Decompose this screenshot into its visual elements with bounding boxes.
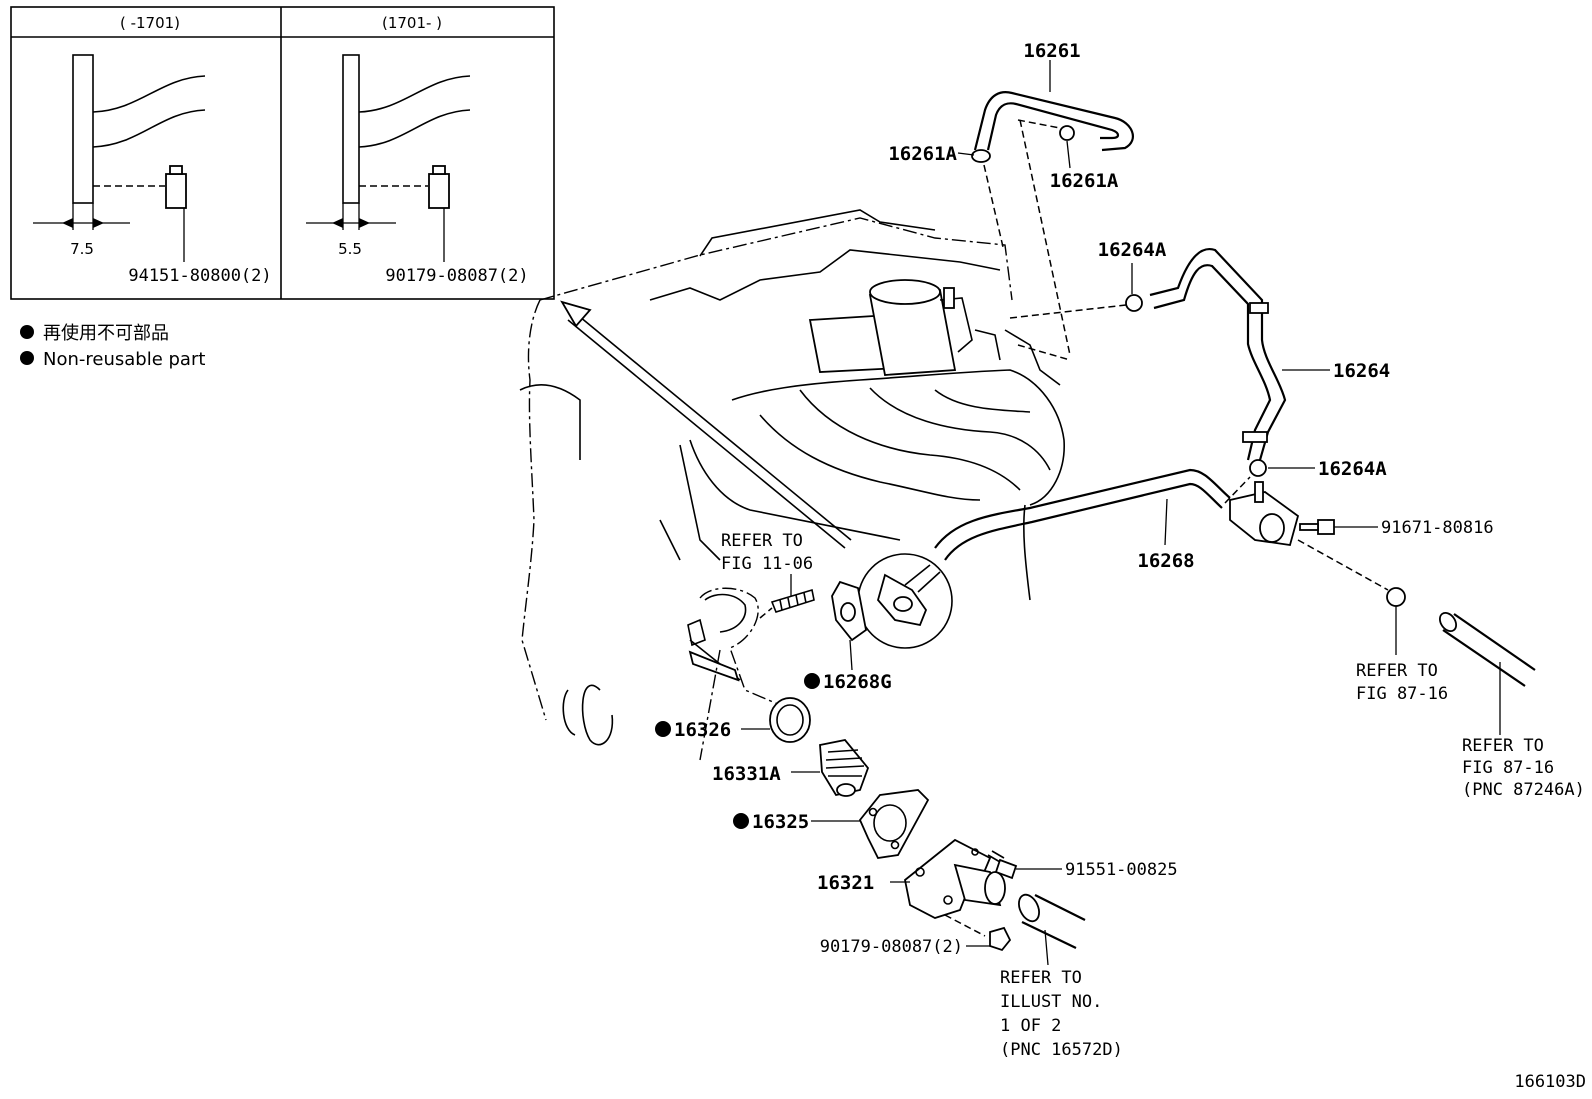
- legend-english: Non-reusable part: [43, 349, 205, 370]
- ref-illust-line2: ILLUST NO.: [1000, 992, 1102, 1012]
- legend-japanese: 再使用不可部品: [43, 323, 169, 344]
- label-16261A-left: 16261A: [888, 143, 957, 165]
- non-reusable-dot-icon: [733, 813, 749, 829]
- nut-icon: [165, 165, 187, 209]
- water-inlet-housing-outline: [687, 587, 781, 761]
- nut-icon: [989, 926, 1012, 952]
- label-94151-80800: 94151-80800(2): [128, 266, 271, 286]
- ref-fig-87-16-hose: REFER TO FIG 87-16 (PNC 87246A): [1462, 736, 1585, 800]
- ref-fig-87-16-hose-line1: REFER TO: [1462, 736, 1544, 756]
- ref-fig-87-16-clamp-line2: FIG 87-16: [1356, 684, 1448, 704]
- hose-clamp-icon: [971, 149, 991, 163]
- ring-16326: [769, 697, 811, 743]
- label-90179-08087-inset: 90179-08087(2): [385, 266, 528, 286]
- ref-fig-87-16-clamp: REFER TO FIG 87-16: [1356, 661, 1448, 704]
- label-16331A: 16331A: [712, 763, 781, 785]
- gasket-16325: [858, 789, 930, 859]
- pipe-16268: [857, 468, 1300, 649]
- thermostat-16331A: [819, 739, 870, 797]
- inset-left-dimension: 7.5: [70, 240, 94, 258]
- label-16325: 16325: [752, 811, 809, 833]
- hose-end-illustration: [1438, 611, 1536, 687]
- engine-block: [519, 209, 1065, 746]
- ref-fig-87-16-hose-line2: FIG 87-16: [1462, 758, 1554, 778]
- non-reusable-dot-icon: [655, 721, 671, 737]
- ref-fig-11-06-line2: FIG 11-06: [721, 554, 813, 574]
- label-16264A-bottom: 16264A: [1318, 458, 1387, 480]
- hose-clamp-icon: [1249, 459, 1267, 477]
- ref-fig-87-16-clamp-line1: REFER TO: [1356, 661, 1438, 681]
- bolt-91671-icon: [1299, 519, 1335, 535]
- label-91551-00825: 91551-00825: [1065, 860, 1178, 880]
- hose-16261: [971, 91, 1134, 361]
- ref-fig-11-06-line1: REFER TO: [721, 531, 803, 551]
- nut-icon: [428, 165, 450, 209]
- hose-clamp-icon: [1125, 294, 1143, 312]
- ref-illust-no: REFER TO ILLUST NO. 1 OF 2 (PNC 16572D): [1000, 968, 1123, 1060]
- hose-clamp-icon: [1059, 125, 1075, 141]
- legend: 再使用不可部品 Non-reusable part: [20, 323, 205, 370]
- label-91671-80816: 91671-80816: [1381, 518, 1494, 538]
- ref-illust-line4: (PNC 16572D): [1000, 1040, 1123, 1060]
- hose-16264: [1009, 247, 1287, 504]
- inset-pointer-arrow: [560, 300, 852, 549]
- label-16268G: 16268G: [823, 671, 892, 693]
- label-16264: 16264: [1333, 360, 1390, 382]
- non-reusable-dot-icon: [20, 351, 34, 365]
- label-16264A-top: 16264A: [1098, 239, 1167, 261]
- ref-illust-line3: 1 OF 2: [1000, 1016, 1061, 1036]
- ref-fig-11-06: REFER TO FIG 11-06: [721, 531, 813, 574]
- non-reusable-dot-icon: [20, 325, 34, 339]
- diagram-id: 166103D: [1514, 1072, 1586, 1092]
- water-inlet-16321: [904, 838, 1006, 919]
- hose-to-illust: [1018, 893, 1086, 949]
- gasket-16268G: [831, 580, 867, 642]
- label-90179-08087: 90179-08087(2): [820, 937, 963, 957]
- label-16261A-right: 16261A: [1050, 170, 1119, 192]
- inset-left-header: ( -1701): [120, 14, 180, 32]
- ref-fig-87-16-hose-line3: (PNC 87246A): [1462, 780, 1585, 800]
- inset-box: ( -1701) 7.5 94151-80800(2) (1701- ): [10, 6, 555, 300]
- ref-illust-line1: REFER TO: [1000, 968, 1082, 988]
- non-reusable-dot-icon: [804, 673, 820, 689]
- stud-bolt-icon: [770, 588, 815, 613]
- label-16268: 16268: [1137, 550, 1194, 572]
- label-16326: 16326: [674, 719, 731, 741]
- label-16261: 16261: [1023, 40, 1080, 62]
- inset-right-dimension: 5.5: [338, 240, 362, 258]
- bolt-91551-icon: [987, 850, 1018, 880]
- hose-clamp-icon: [1386, 587, 1406, 607]
- inset-right-header: (1701- ): [382, 14, 442, 32]
- label-16321: 16321: [817, 872, 874, 894]
